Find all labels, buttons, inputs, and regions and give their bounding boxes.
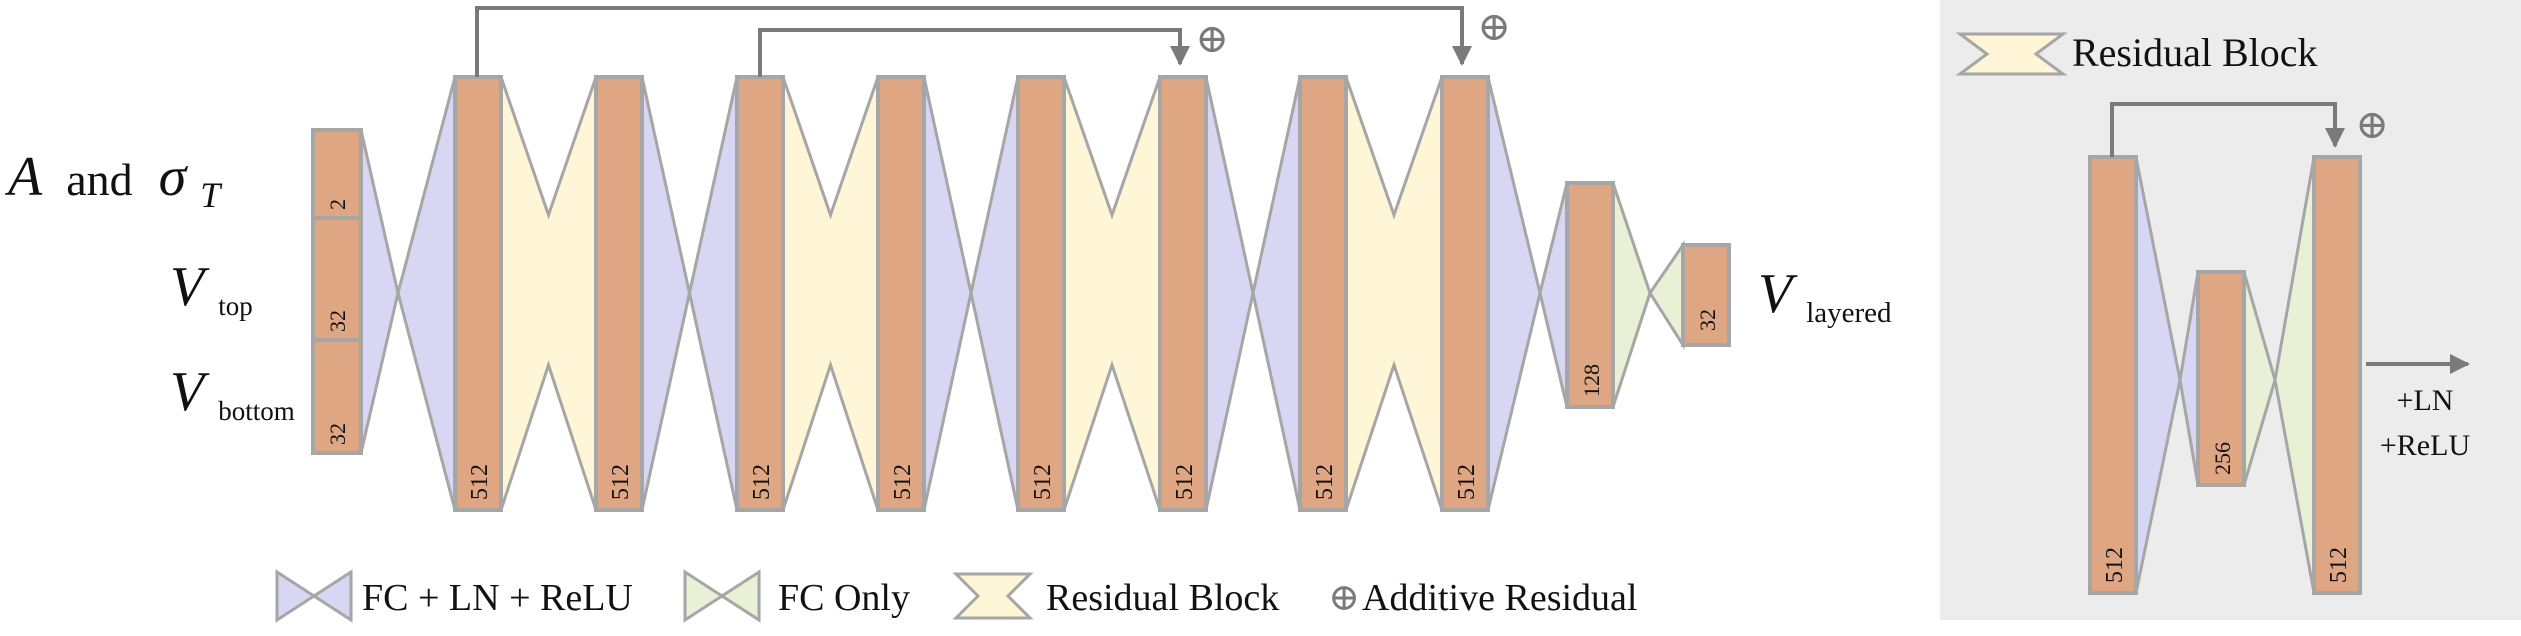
input-label-v-bottom: V bottom [170, 361, 295, 426]
input-var-v-top-sub: top [218, 291, 253, 321]
inset-title: Residual Block [2072, 30, 2318, 75]
connector-fc-ln-relu [922, 76, 1020, 511]
inset-layer-dim-label: 256 [2210, 442, 2235, 475]
legend-fc-only-swatch [683, 569, 761, 623]
legend-residual-block-swatch [952, 572, 1034, 620]
hidden-layer-bar [876, 75, 926, 512]
input-stack-segment [311, 216, 363, 342]
input-stack-dim-label: 32 [325, 423, 350, 445]
inset-layer-bar [2196, 270, 2246, 487]
hidden-layer-bar [1440, 75, 1490, 512]
input-label-v-top: V top [170, 256, 253, 321]
legend-fc-ln-relu-swatch [275, 569, 353, 623]
connector-residual-block [499, 76, 598, 511]
input-var-v-bottom-sub: bottom [218, 396, 295, 426]
output-var-v: V [1758, 263, 1798, 325]
inset-layer-dim-label: 512 [2326, 547, 2352, 583]
output-label-v-layered: V layered [1758, 263, 1892, 329]
residual-skip-connections [475, 6, 2470, 374]
connector-fc-ln-relu [359, 76, 457, 511]
hidden-layer-bar [1158, 75, 1208, 512]
hidden-layer-bar [735, 75, 785, 512]
output-layer-dim-label: 128 [1579, 364, 1604, 397]
legend-additive-residual-icon: ⊕ [1328, 577, 1360, 619]
output-var-sub: layered [1806, 297, 1892, 329]
connector-fc-ln-relu [640, 76, 739, 511]
connector-residual-block [781, 76, 880, 511]
input-word-and: and [66, 154, 132, 205]
hidden-layer-dim-label: 512 [467, 464, 493, 500]
input-var-v: V [170, 256, 210, 318]
legend: FC + LN + ReLU FC Only Residual Block ⊕ … [275, 569, 1637, 623]
legend-fc-ln-relu-label: FC + LN + ReLU [362, 577, 633, 619]
connector-fc-ln-relu [1204, 76, 1302, 511]
hidden-layer-dim-label: 512 [1312, 464, 1338, 500]
input-stack-segment [311, 338, 363, 455]
hidden-layer-bar [594, 75, 644, 512]
hidden-layer-dim-label: 512 [1030, 464, 1056, 500]
layer-bars: 2 32 32 512 512 512 512 512 512 512 512 128 32 512 256… [311, 75, 2362, 595]
hidden-layer-dim-label: 512 [749, 464, 775, 500]
output-layer-bar-128 [1565, 181, 1615, 409]
additive-residual-icon: ⊕ [1195, 16, 1229, 61]
input-var-sigma-sub: T [200, 175, 223, 215]
input-stack-dim-label: 32 [325, 310, 350, 332]
hidden-layer-bar [453, 75, 503, 512]
output-layer-bar-32 [1681, 243, 1731, 347]
hidden-layer-dim-label: 512 [890, 464, 916, 500]
inset-post-label-ln: +LN [2397, 384, 2454, 417]
additive-residual-icon: ⊕ [2355, 102, 2389, 147]
input-stack-dim-label: 2 [325, 199, 350, 210]
skip-connection-short [758, 28, 1190, 77]
input-label-a-sigma: A and σ T [4, 146, 223, 215]
residual-block-legend-swatch [1955, 32, 2068, 76]
legend-additive-residual-label: Additive Residual [1362, 577, 1637, 619]
additive-residual-icon: ⊕ [1477, 4, 1511, 49]
layer-connectors [359, 76, 2316, 594]
connector-fc-only [1611, 182, 1685, 408]
inset-skip-connection [2110, 102, 2345, 157]
connector-residual-block [1062, 76, 1162, 511]
connector-residual-block [1344, 76, 1444, 511]
input-var-a: A [4, 146, 43, 208]
legend-residual-block-label: Residual Block [1046, 577, 1279, 619]
hidden-layer-bar [1016, 75, 1066, 512]
input-var-sigma: σ [159, 146, 189, 208]
output-layer-dim-label: 32 [1695, 309, 1720, 331]
hidden-layer-bar [1298, 75, 1348, 512]
input-stack-segment [311, 128, 363, 220]
connector-fc-ln-relu [1486, 76, 1569, 511]
hidden-layer-dim-label: 512 [1454, 464, 1480, 500]
hidden-layer-dim-label: 512 [608, 464, 634, 500]
inset-layer-bar [2088, 155, 2138, 595]
input-var-v: V [170, 361, 210, 423]
legend-fc-only-label: FC Only [778, 577, 910, 619]
inset-layer-bar [2312, 155, 2362, 595]
hidden-layer-dim-label: 512 [1172, 464, 1198, 500]
inset-layer-dim-label: 512 [2102, 547, 2128, 583]
skip-connection-long [475, 6, 1472, 77]
inset-post-label-relu: +ReLU [2380, 429, 2471, 462]
